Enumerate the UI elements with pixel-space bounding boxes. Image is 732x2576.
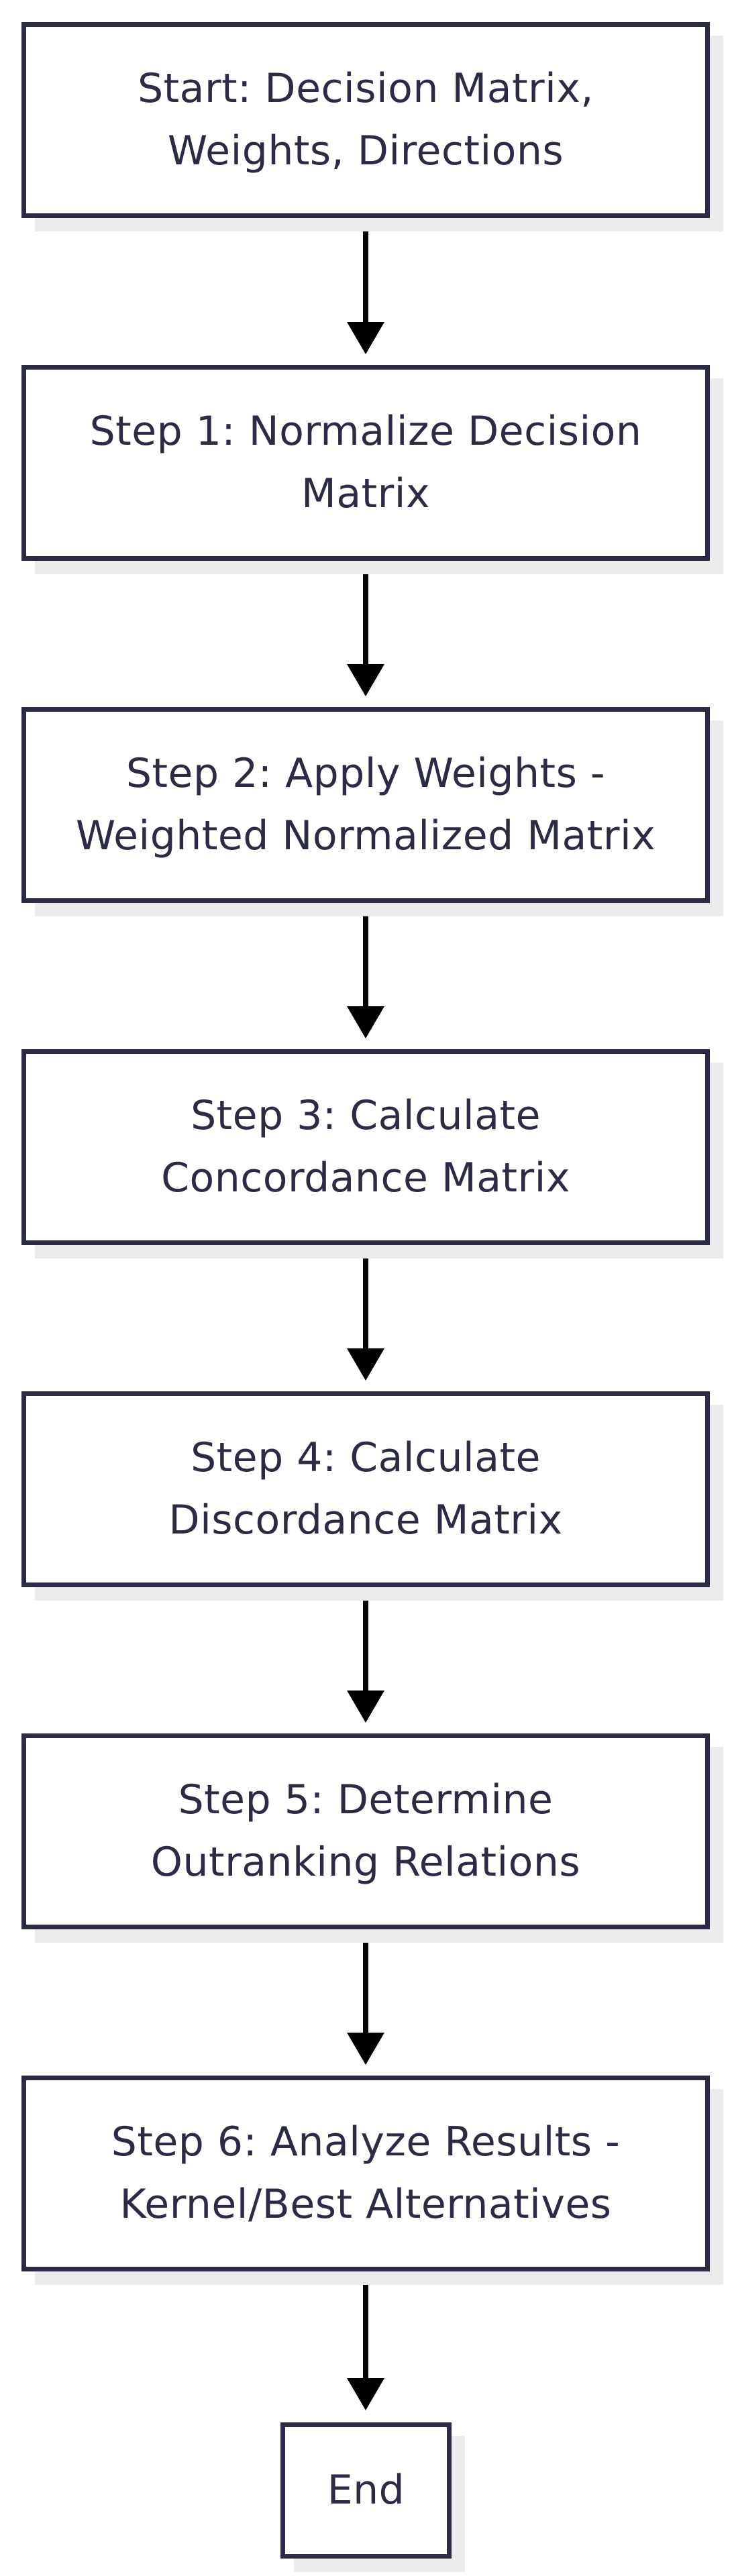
arrowhead-step2	[347, 664, 384, 696]
step1-node: Step 1: Normalize Decision Matrix	[21, 365, 710, 561]
arrowhead-step6	[347, 2033, 384, 2065]
step5-node-line1: Step 5: Determine	[178, 1776, 554, 1823]
step2-node: Step 2: Apply Weights - Weighted Normali…	[21, 707, 710, 903]
step1-node-line2: Matrix	[301, 470, 430, 517]
step6-node: Step 6: Analyze Results - Kernel/Best Al…	[21, 2076, 710, 2271]
step3-node-line1: Step 3: Calculate	[191, 1092, 541, 1139]
step4-node-line1: Step 4: Calculate	[191, 1434, 541, 1481]
start-node: Start: Decision Matrix, Weights, Directi…	[21, 22, 710, 218]
step3-node: Step 3: Calculate Concordance Matrix	[21, 1049, 710, 1245]
step6-node-line2: Kernel/Best Alternatives	[119, 2181, 612, 2228]
end-node-label: End	[327, 2467, 405, 2514]
step6-node-line1: Step 6: Analyze Results -	[111, 2118, 621, 2165]
step1-node-line1: Step 1: Normalize Decision	[89, 408, 642, 455]
step4-node-line2: Discordance Matrix	[168, 1497, 563, 1544]
arrowhead-end	[347, 2378, 384, 2410]
end-node: End	[280, 2422, 452, 2559]
step2-node-line1: Step 2: Apply Weights -	[125, 750, 606, 797]
start-node-line1: Start: Decision Matrix,	[138, 65, 594, 112]
start-node-line2: Weights, Directions	[167, 127, 564, 174]
step5-node: Step 5: Determine Outranking Relations	[21, 1733, 710, 1929]
arrowhead-step5	[347, 1690, 384, 1723]
arrowhead-step4	[347, 1348, 384, 1381]
step3-node-line2: Concordance Matrix	[161, 1155, 570, 1201]
step2-node-line2: Weighted Normalized Matrix	[75, 812, 656, 859]
arrowhead-step3	[347, 1006, 384, 1038]
step4-node: Step 4: Calculate Discordance Matrix	[21, 1391, 710, 1587]
arrowhead-step1	[347, 322, 384, 354]
step5-node-line2: Outranking Relations	[150, 1839, 581, 1886]
